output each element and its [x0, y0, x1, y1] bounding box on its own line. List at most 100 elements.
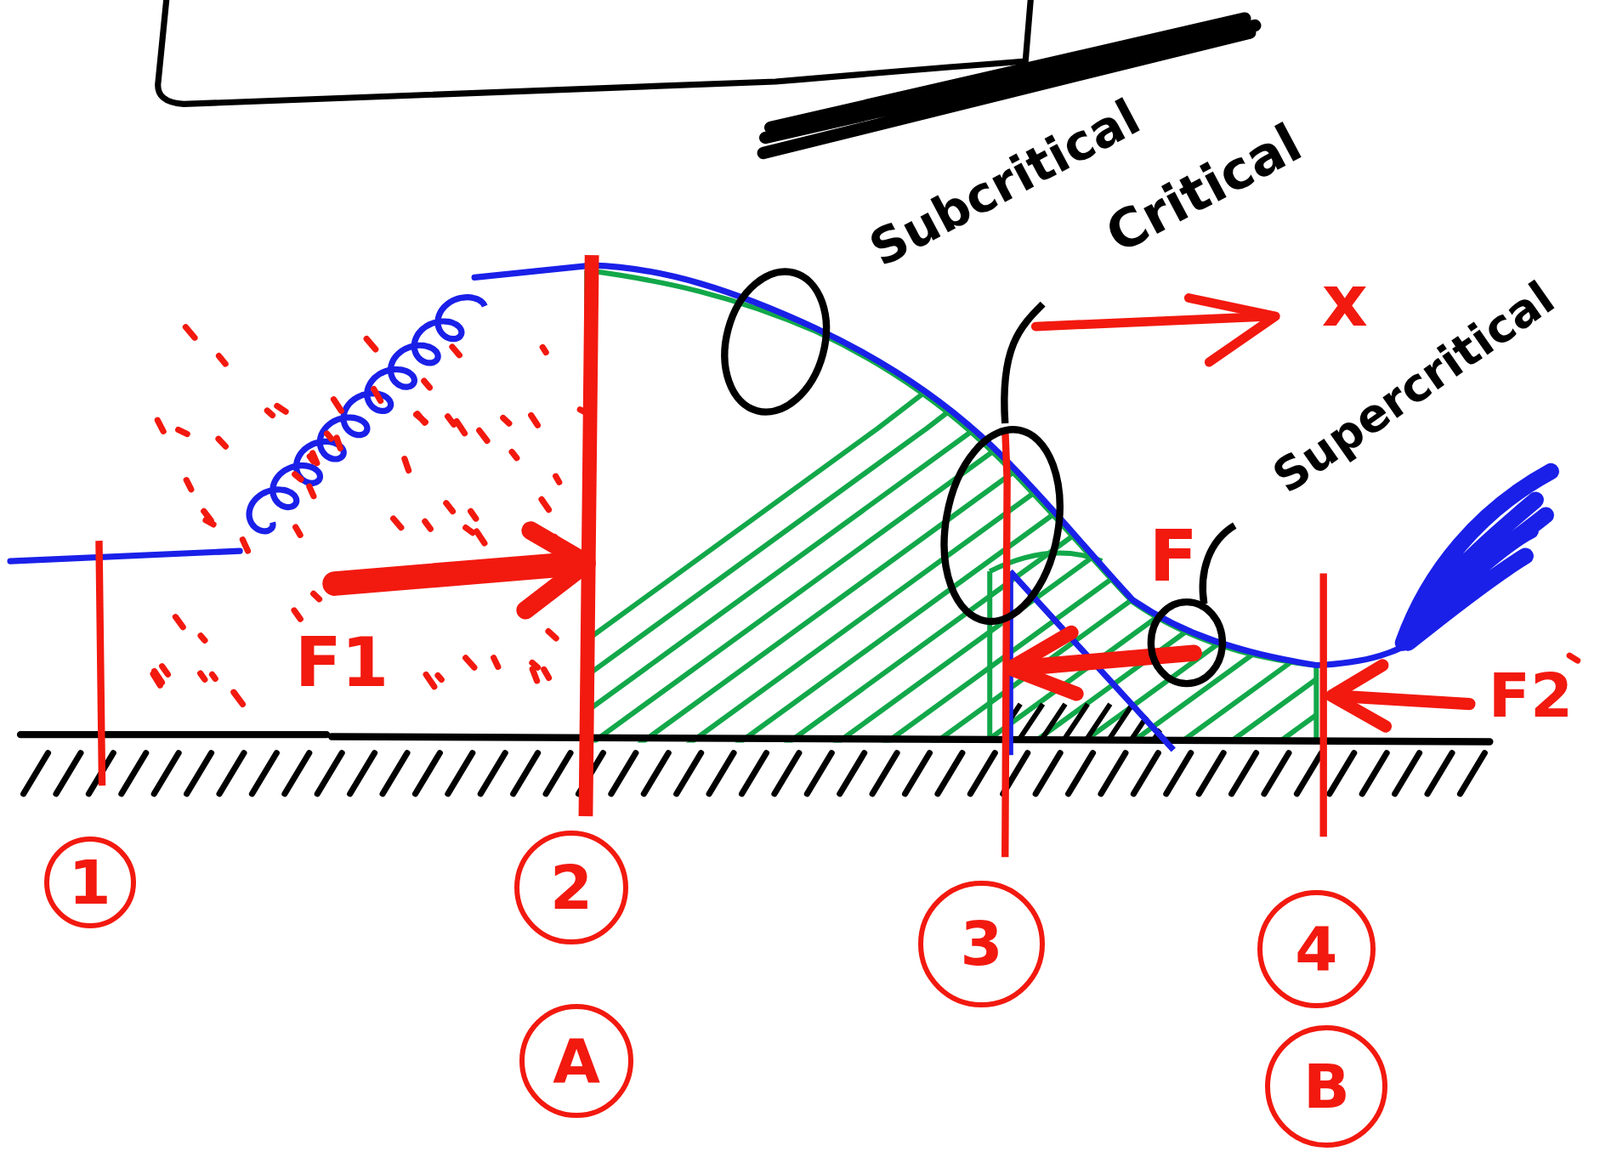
- water-surface: [10, 265, 1429, 665]
- bed-hatch: [317, 753, 342, 795]
- callout-ellipse: [1151, 601, 1223, 684]
- speckle: [154, 670, 163, 682]
- bed-hatch: [545, 753, 571, 795]
- bed-hatch: [676, 753, 702, 795]
- arrowhead: [1188, 297, 1276, 363]
- bed-hatch: [806, 753, 832, 795]
- section-line: [1004, 428, 1007, 857]
- speckle: [503, 418, 510, 425]
- bed-hatch: [153, 753, 179, 795]
- callout-circle: B: [1265, 1025, 1388, 1148]
- speckle: [511, 452, 517, 459]
- speckle: [294, 610, 301, 619]
- speckle: [200, 635, 205, 642]
- speckle: [465, 658, 475, 668]
- bed-line: [20, 734, 1490, 742]
- bed-hatch: [839, 753, 865, 795]
- bed-hatch: [252, 753, 278, 795]
- speckle: [185, 327, 195, 338]
- speckle: [178, 430, 188, 435]
- speckle: [448, 416, 454, 426]
- hatch-line: [1114, 224, 1600, 755]
- speckle: [470, 510, 477, 519]
- speckle: [1569, 655, 1578, 661]
- bed-hatch: [742, 753, 767, 795]
- hatch-line: [918, 224, 1600, 755]
- speckle: [327, 433, 332, 439]
- bed-hatch: [219, 753, 244, 795]
- speckle: [204, 510, 211, 521]
- bed-hatch: [121, 753, 147, 795]
- force-arrows: [334, 297, 1470, 727]
- arrowhead: [1331, 665, 1386, 727]
- section-number: A: [552, 1030, 601, 1092]
- bed-hatch: [187, 753, 212, 795]
- bed-hatch: [350, 753, 375, 795]
- bed-hatch: [1231, 753, 1257, 795]
- speckle: [542, 346, 546, 352]
- speckle: [366, 339, 375, 350]
- section-line: [585, 255, 592, 817]
- bed-hatch: [1035, 753, 1061, 795]
- speckle: [266, 410, 273, 416]
- bed-hatch: [1296, 753, 1322, 795]
- speckle: [295, 474, 301, 480]
- bed-hatch: [1329, 753, 1355, 795]
- speckle: [541, 499, 549, 510]
- water-hatch: [428, 224, 1600, 755]
- speckle: [157, 419, 164, 432]
- callout-ellipse: [930, 419, 1075, 630]
- bed-hatch: [1460, 753, 1486, 795]
- hydraulic-jump-roller: [249, 297, 485, 532]
- speckle: [175, 617, 183, 628]
- flow-regime-label: Subcritical: [861, 90, 1149, 278]
- control-volume-side: [586, 270, 1317, 744]
- force-label: F2: [1488, 662, 1573, 730]
- bed-hatch: [284, 753, 310, 795]
- bed-hatch: [905, 753, 931, 795]
- roller-coil: [249, 297, 485, 532]
- speckle: [162, 666, 169, 675]
- speckle: [425, 521, 431, 529]
- bed-hatch: [56, 753, 81, 795]
- bed-hatch: [1100, 753, 1126, 795]
- speckle: [233, 692, 243, 704]
- bed-hatch: [1068, 753, 1094, 795]
- bed-hatch: [1133, 753, 1158, 795]
- section-number: B: [1303, 1055, 1351, 1118]
- force-arrow: [334, 562, 582, 584]
- callouts: [709, 260, 1235, 684]
- pressure-speckles: [153, 327, 1578, 705]
- hatch-line: [1359, 224, 1600, 755]
- sections: [98, 255, 1323, 857]
- speckle: [456, 421, 465, 434]
- bed-hatch: [415, 753, 441, 795]
- bed-hatch: [1166, 753, 1192, 795]
- bed-hatch: [774, 753, 800, 795]
- speckle: [465, 527, 473, 534]
- downstream-scribble: [1402, 470, 1551, 643]
- speckle: [242, 539, 248, 551]
- leader-line: [1004, 304, 1043, 424]
- speckle: [548, 631, 557, 639]
- speckle: [417, 414, 425, 423]
- speckle: [374, 389, 381, 402]
- speckle: [424, 380, 431, 388]
- flow-regime-label: Supercritical: [1264, 272, 1564, 504]
- bed-hatch: [513, 753, 539, 795]
- section-number: 1: [68, 851, 112, 914]
- speckle: [446, 503, 454, 512]
- callout-ellipse: [709, 260, 842, 424]
- bed-hatch: [480, 753, 505, 795]
- bed-hatch: [1264, 753, 1289, 795]
- speckle: [295, 527, 301, 535]
- bed-hatch: [643, 753, 669, 795]
- leader-line: [1202, 525, 1236, 604]
- speckle: [309, 456, 313, 462]
- section-number: 4: [1294, 918, 1338, 980]
- bed-hatch: [970, 753, 995, 795]
- speckle: [313, 593, 320, 599]
- section-number: 3: [960, 913, 1004, 975]
